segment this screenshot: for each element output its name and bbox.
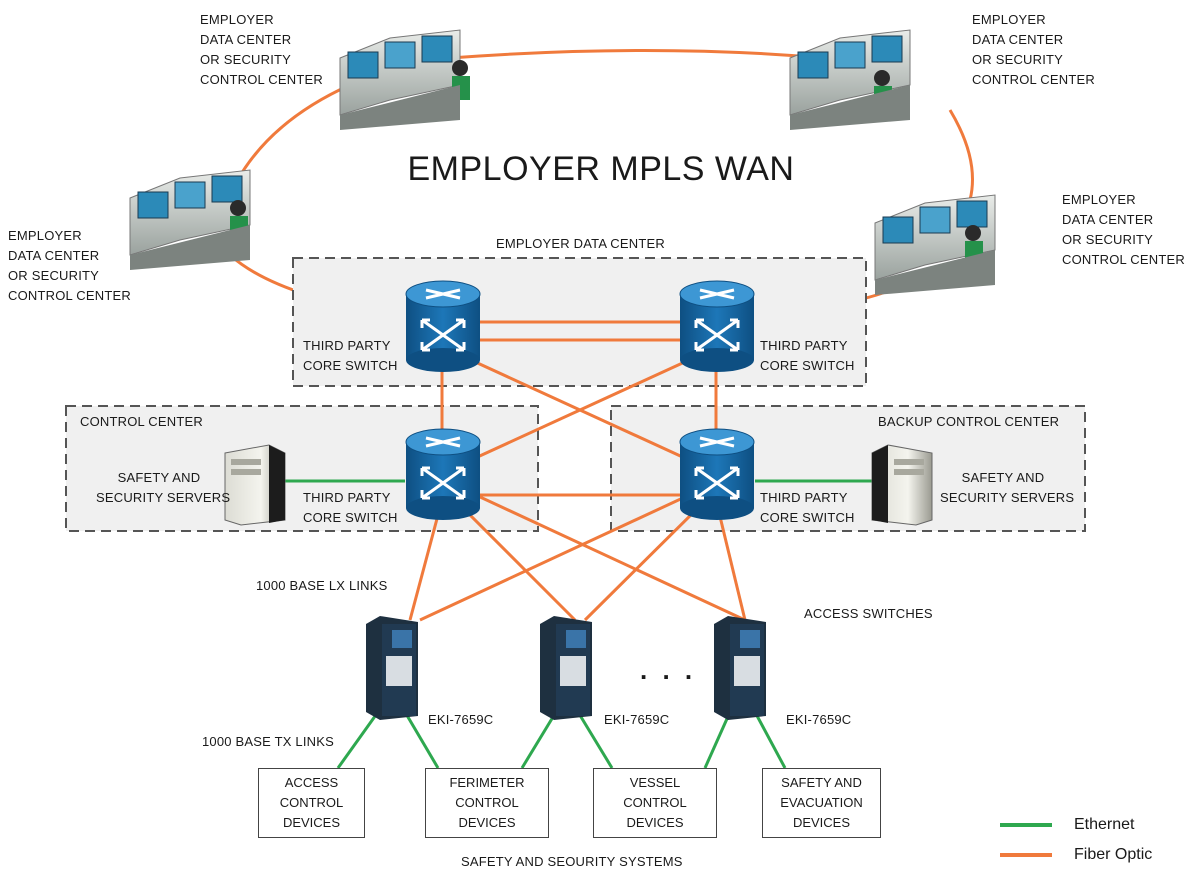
legend-fiber-optic: Fiber Optic [1000, 846, 1152, 864]
wan-ring-fiber [948, 109, 974, 201]
console-mid-left [129, 169, 251, 270]
tx-links-label: 1000 BASE TX LINKS [202, 734, 334, 749]
diagram-title: EMPLOYER MPLS WAN [407, 150, 795, 188]
core-switch-icon [679, 428, 755, 520]
server-tower-icon [871, 444, 933, 526]
console-top-left [339, 29, 470, 130]
control-center-label: EMPLOYER DATA CENTER OR SECURITY CONTROL… [200, 12, 323, 87]
control-center-label: EMPLOYER DATA CENTER OR SECURITY CONTROL… [8, 228, 131, 303]
access-switch-icon [540, 616, 592, 720]
core-switch-icon [405, 428, 481, 520]
access-switch-icon [366, 616, 418, 720]
lx-links-label: 1000 BASE LX LINKS [256, 578, 388, 593]
access-switch-icon [714, 616, 766, 720]
core-switch-icon [679, 280, 755, 372]
control-center-label: EMPLOYER DATA CENTER OR SECURITY CONTROL… [972, 12, 1095, 87]
console-mid-right [874, 194, 996, 295]
more-switches-ellipsis: . . . [640, 655, 697, 685]
fiber-links [408, 320, 747, 622]
zone-label-control-center: CONTROL CENTER [80, 414, 203, 429]
core-switch-icon [405, 280, 481, 372]
access-switch-model: EKI-7659C [428, 712, 494, 727]
control-center-label: EMPLOYER DATA CENTER OR SECURITY CONTROL… [1062, 192, 1185, 267]
access-switch-model: EKI-7659C [786, 712, 852, 727]
systems-caption: SAFETY AND SEOURITY SYSTEMS [461, 854, 683, 869]
legend-swatch [1000, 823, 1052, 827]
legend-swatch [1000, 853, 1052, 857]
access-switches-label: ACCESS SWITCHES [804, 606, 933, 621]
server-tower-icon [224, 444, 286, 526]
ethernet-links [285, 479, 872, 769]
zone-label-backup-control-center: BACKUP CONTROL CENTER [878, 414, 1060, 429]
zone-label-data-center: EMPLOYER DATA CENTER [496, 236, 665, 251]
console-top-right [789, 29, 911, 130]
access-switch-model: EKI-7659C [604, 712, 670, 727]
legend-ethernet: Ethernet [1000, 816, 1134, 834]
